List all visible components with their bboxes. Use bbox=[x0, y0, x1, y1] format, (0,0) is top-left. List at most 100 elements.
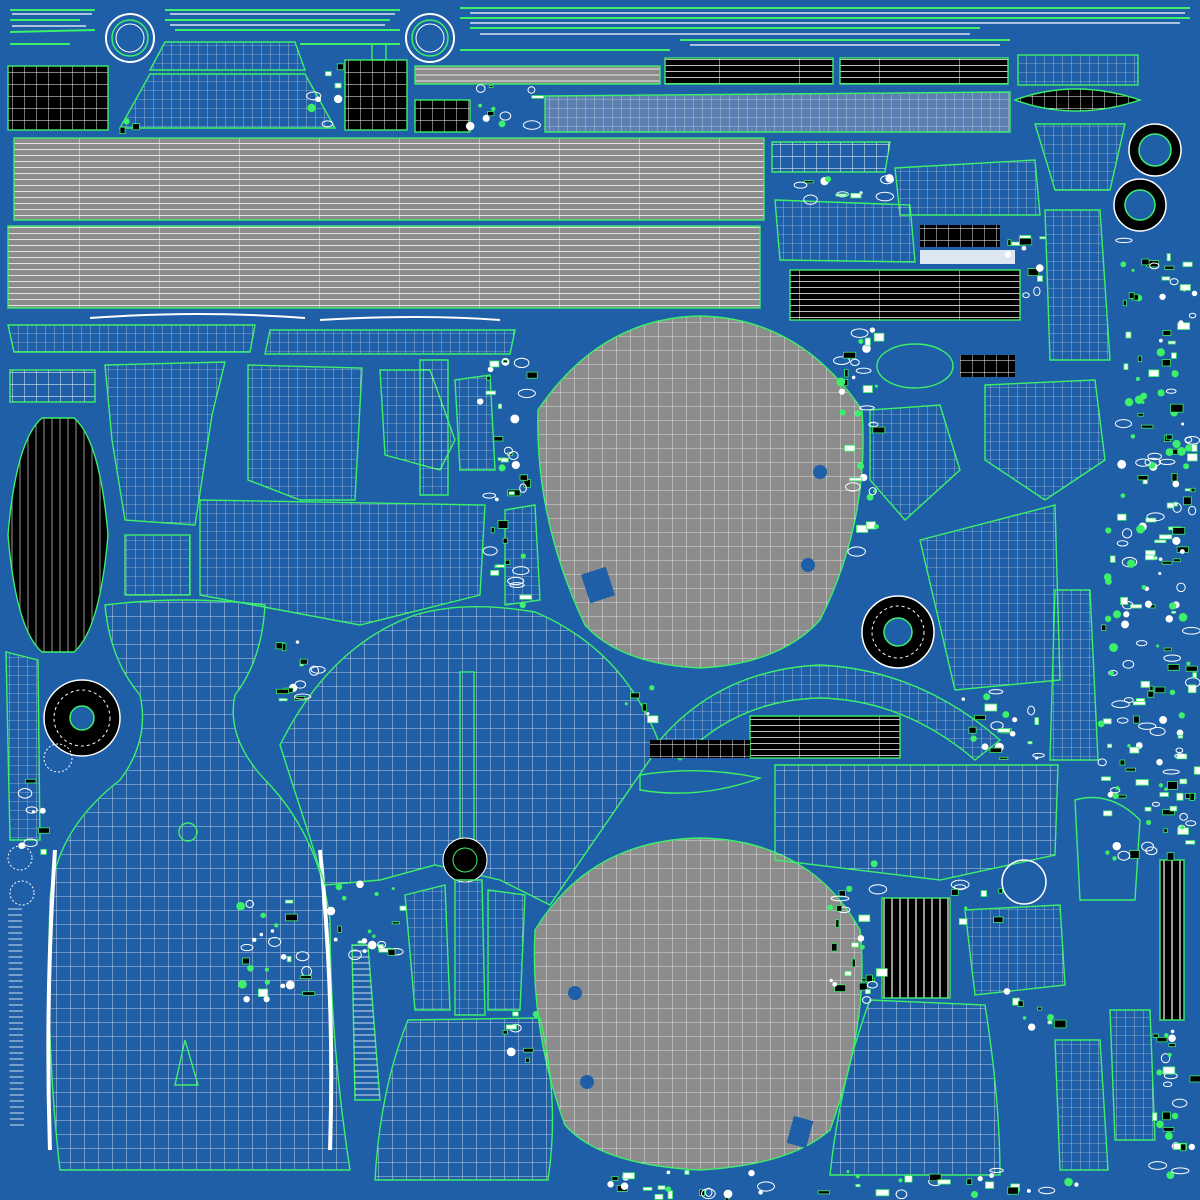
uv-small-island-429 bbox=[1171, 1167, 1190, 1175]
uv-small-island-142 bbox=[498, 403, 503, 409]
uv-small-island-222 bbox=[649, 685, 655, 691]
uv-small-island-289 bbox=[1133, 715, 1140, 724]
uv-small-island-125 bbox=[494, 497, 499, 502]
uv-small-island-359 bbox=[1121, 528, 1133, 539]
uv-small-island-88 bbox=[1158, 458, 1176, 466]
uv-small-island-514 bbox=[855, 1174, 860, 1179]
uv-small-island-240 bbox=[865, 989, 871, 995]
uv-small-island-430 bbox=[1168, 1034, 1176, 1042]
uv-small-island-362 bbox=[1120, 597, 1129, 605]
uv-small-island-530 bbox=[654, 1193, 664, 1200]
uv-island-black-block-top bbox=[344, 43, 408, 131]
uv-small-island-239 bbox=[851, 958, 856, 968]
uv-small-island-44 bbox=[1036, 275, 1043, 282]
uv-small-island-469 bbox=[391, 921, 400, 925]
uv-small-island-387 bbox=[1119, 759, 1126, 766]
uv-island-pod-top-right bbox=[1012, 54, 1143, 112]
uv-small-island-448 bbox=[257, 988, 269, 997]
uv-small-island-234 bbox=[860, 944, 865, 950]
uv-small-island-437 bbox=[268, 936, 282, 948]
uv-small-island-416 bbox=[1170, 1029, 1175, 1034]
uv-small-island-169 bbox=[851, 375, 856, 380]
uv-small-island-163 bbox=[519, 601, 526, 609]
uv-small-island-388 bbox=[1182, 626, 1200, 635]
uv-small-island-327 bbox=[1175, 747, 1184, 754]
uv-small-island-157 bbox=[490, 569, 500, 576]
uv-small-island-495 bbox=[1002, 711, 1010, 719]
uv-small-island-219 bbox=[38, 827, 50, 834]
uv-small-island-3 bbox=[307, 103, 316, 113]
uv-small-island-536 bbox=[977, 1175, 983, 1182]
uv-small-island-369 bbox=[1136, 524, 1145, 534]
uv-small-island-198 bbox=[868, 487, 877, 496]
uv-small-island-101 bbox=[1135, 458, 1151, 467]
uv-small-island-501 bbox=[970, 735, 977, 742]
uv-small-island-103 bbox=[1165, 388, 1177, 394]
uv-small-island-525 bbox=[607, 1181, 614, 1188]
uv-small-island-189 bbox=[864, 337, 871, 347]
uv-small-island-546 bbox=[642, 1186, 653, 1191]
uv-small-island-154 bbox=[507, 576, 525, 586]
uv-small-island-254 bbox=[835, 919, 840, 928]
uv-small-island-99 bbox=[1124, 398, 1134, 407]
uv-small-island-292 bbox=[1116, 717, 1129, 724]
uv-small-island-537 bbox=[904, 1175, 913, 1183]
uv-island-black-panel-right bbox=[881, 897, 951, 999]
uv-small-island-86 bbox=[1165, 448, 1174, 457]
uv-small-island-205 bbox=[278, 698, 288, 702]
uv-small-island-286 bbox=[1149, 685, 1154, 691]
uv-small-island-401 bbox=[1178, 712, 1185, 719]
uv-small-island-431 bbox=[1167, 1052, 1172, 1057]
uv-small-island-274 bbox=[1108, 669, 1118, 676]
uv-small-island-548 bbox=[757, 1181, 775, 1192]
uv-small-island-46 bbox=[1039, 236, 1047, 240]
uv-small-island-512 bbox=[704, 1187, 713, 1197]
uv-small-island-81 bbox=[1130, 434, 1136, 439]
uv-small-island-522 bbox=[666, 1170, 671, 1175]
uv-small-island-302 bbox=[1103, 573, 1112, 581]
uv-small-island-54 bbox=[1185, 444, 1193, 452]
uv-small-island-549 bbox=[1074, 1182, 1079, 1187]
uv-small-island-427 bbox=[1152, 1112, 1158, 1122]
uv-small-island-395 bbox=[1129, 746, 1140, 754]
uv-small-island-92 bbox=[1140, 392, 1148, 400]
uv-small-island-466 bbox=[505, 1024, 517, 1030]
uv-small-island-453 bbox=[274, 923, 279, 928]
uv-small-island-312 bbox=[1154, 686, 1166, 694]
uv-island-cluster-top-right bbox=[771, 141, 1041, 321]
uv-small-island-60 bbox=[1131, 268, 1135, 272]
uv-small-island-364 bbox=[1101, 624, 1107, 631]
uv-small-island-224 bbox=[646, 712, 650, 716]
uv-small-island-117 bbox=[1184, 436, 1193, 443]
uv-small-island-520 bbox=[758, 1190, 763, 1195]
uv-small-island-491 bbox=[989, 747, 1002, 753]
uv-small-island-541 bbox=[971, 1190, 979, 1199]
uv-small-island-112 bbox=[1156, 348, 1165, 357]
uv-small-island-159 bbox=[512, 566, 530, 576]
uv-small-island-451 bbox=[285, 899, 294, 904]
uv-small-island-156 bbox=[520, 553, 526, 559]
uv-small-island-35 bbox=[835, 193, 847, 197]
uv-small-island-455 bbox=[280, 954, 287, 960]
uv-small-island-67 bbox=[1148, 461, 1156, 469]
uv-small-island-543 bbox=[684, 1170, 690, 1175]
uv-small-island-174 bbox=[838, 388, 846, 395]
uv-small-island-27 bbox=[875, 191, 895, 202]
uv-small-island-516 bbox=[989, 1173, 995, 1178]
uv-small-island-96 bbox=[1149, 262, 1160, 270]
uv-small-island-87 bbox=[1122, 299, 1127, 307]
uv-small-island-104 bbox=[1171, 370, 1179, 378]
uv-small-island-75 bbox=[1179, 284, 1191, 291]
uv-small-island-426 bbox=[1148, 1161, 1168, 1170]
uv-small-island-402 bbox=[1140, 680, 1151, 688]
uv-small-island-464 bbox=[502, 1030, 508, 1035]
uv-small-island-421 bbox=[1180, 1143, 1187, 1152]
uv-small-island-461 bbox=[525, 1057, 531, 1064]
uv-small-island-509 bbox=[990, 721, 1004, 731]
uv-small-island-158 bbox=[495, 564, 505, 568]
uv-small-island-138 bbox=[477, 398, 484, 405]
uv-small-island-78 bbox=[1115, 237, 1133, 244]
uv-small-island-148 bbox=[526, 371, 538, 379]
uv-small-island-36 bbox=[1021, 245, 1027, 251]
uv-small-island-106 bbox=[1159, 293, 1166, 300]
